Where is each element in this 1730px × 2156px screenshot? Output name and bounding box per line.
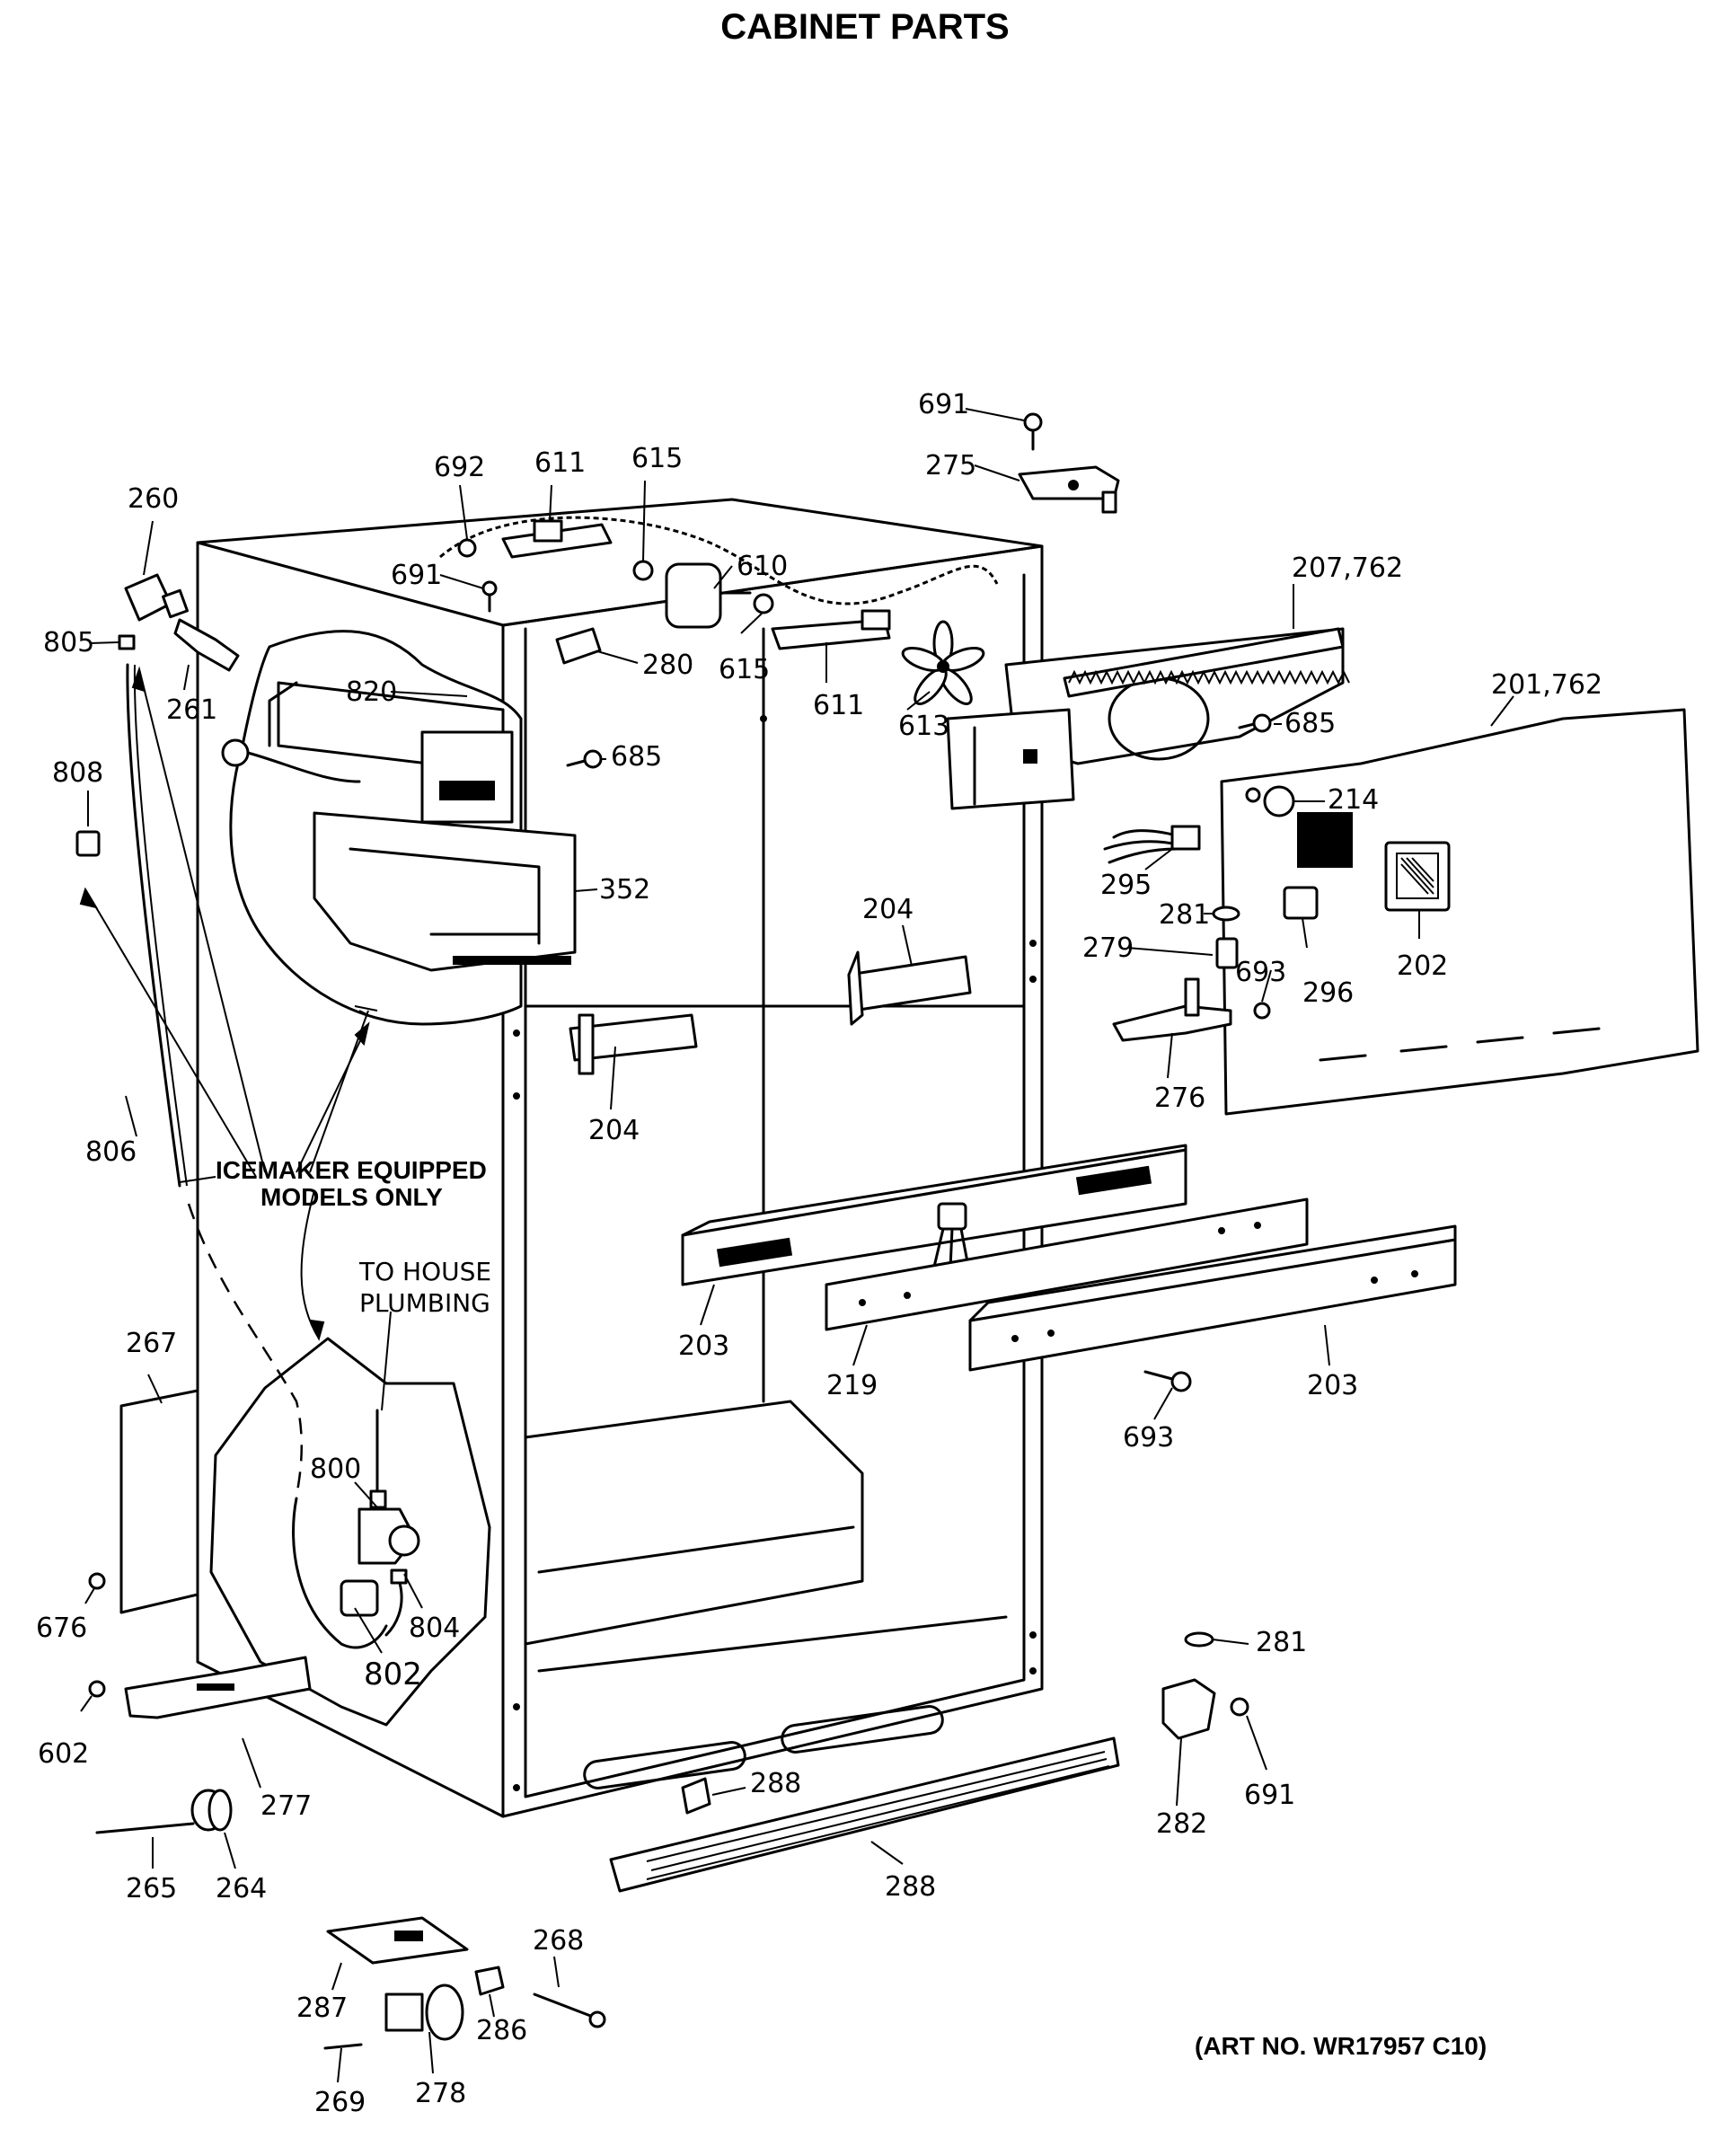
callout-260: 260 xyxy=(128,483,179,515)
callout-691-mid: 691 xyxy=(391,560,442,591)
callout-201-762: 201,762 xyxy=(1491,669,1602,701)
callout-279: 279 xyxy=(1082,932,1134,964)
callout-806: 806 xyxy=(85,1136,137,1168)
water-valve-inset xyxy=(209,1337,491,1727)
water-line-dashed xyxy=(187,1203,303,1497)
callout-288-clip: 288 xyxy=(750,1768,801,1799)
cutaway-top xyxy=(439,516,999,605)
callout-268: 268 xyxy=(533,1925,584,1957)
callout-261: 261 xyxy=(166,694,217,726)
callout-267: 267 xyxy=(126,1328,177,1359)
callout-296: 296 xyxy=(1302,977,1354,1009)
ice-bin-352 xyxy=(313,811,577,972)
icemaker-820 xyxy=(221,681,514,824)
callout-288-grille: 288 xyxy=(885,1871,936,1903)
callout-281-lower: 281 xyxy=(1256,1627,1307,1658)
water-fitting-left xyxy=(75,573,240,1188)
callout-691-top: 691 xyxy=(918,389,969,420)
callout-676: 676 xyxy=(36,1613,87,1644)
callout-202: 202 xyxy=(1397,950,1448,982)
rails-203-219 xyxy=(681,1144,1457,1372)
icemaker-note-line2: MODELS ONLY xyxy=(260,1183,443,1211)
callout-280: 280 xyxy=(642,649,693,681)
callout-277: 277 xyxy=(260,1790,312,1822)
callout-203-left: 203 xyxy=(678,1330,729,1362)
callout-204-upper: 204 xyxy=(862,894,914,925)
callout-282: 282 xyxy=(1156,1808,1207,1840)
screws-685 xyxy=(566,713,1272,769)
callout-286: 286 xyxy=(476,2015,527,2046)
callout-805: 805 xyxy=(43,627,94,658)
lower-parts xyxy=(88,1389,1249,2050)
callout-276: 276 xyxy=(1154,1082,1205,1114)
top-hardware xyxy=(457,519,891,665)
callout-692: 692 xyxy=(434,452,485,483)
plumbing-note-line2: PLUMBING xyxy=(359,1288,490,1318)
diagram-title: CABINET PARTS xyxy=(720,7,1010,47)
brackets-204 xyxy=(569,950,972,1075)
callout-602: 602 xyxy=(38,1738,89,1770)
callout-352: 352 xyxy=(599,874,650,906)
callout-265: 265 xyxy=(126,1873,177,1904)
fan-evaporator-assembly xyxy=(901,620,1350,810)
screw-693 xyxy=(1143,1370,1192,1392)
callout-685-right: 685 xyxy=(1284,708,1336,739)
callout-203-right: 203 xyxy=(1307,1370,1358,1401)
callout-295: 295 xyxy=(1100,870,1152,901)
callout-693-upper: 693 xyxy=(1235,957,1286,988)
callout-281-upper: 281 xyxy=(1159,899,1210,931)
callout-214: 214 xyxy=(1328,784,1379,816)
callout-264: 264 xyxy=(216,1873,267,1904)
plumbing-note-line1: TO HOUSE xyxy=(358,1257,491,1286)
callout-labels: 691 275 692 611 615 260 610 691 207,762 … xyxy=(36,389,1602,2118)
control-panel-201 xyxy=(1103,708,1699,1116)
callout-615-mid: 615 xyxy=(719,654,770,685)
callout-278: 278 xyxy=(415,2078,466,2109)
callout-613: 613 xyxy=(898,711,949,742)
callout-219: 219 xyxy=(826,1370,878,1401)
callout-691-lower: 691 xyxy=(1244,1780,1295,1811)
callout-611-mid: 611 xyxy=(813,690,864,721)
hinge-275 xyxy=(1018,412,1120,514)
callout-800: 800 xyxy=(310,1454,361,1485)
callout-693-lower: 693 xyxy=(1123,1422,1174,1454)
callout-610: 610 xyxy=(737,551,788,582)
callout-287: 287 xyxy=(296,1993,348,2024)
callout-611-top: 611 xyxy=(534,447,586,479)
callout-207-762: 207,762 xyxy=(1292,552,1403,584)
callout-802: 802 xyxy=(364,1657,422,1692)
callout-204-lower: 204 xyxy=(588,1115,640,1146)
callout-804: 804 xyxy=(409,1613,460,1644)
callout-820: 820 xyxy=(346,676,397,708)
callout-269: 269 xyxy=(314,2087,366,2118)
icemaker-note-line1: ICEMAKER EQUIPPED xyxy=(216,1156,487,1184)
leader-lines xyxy=(79,408,1514,2083)
callout-275: 275 xyxy=(925,450,976,482)
callout-685-left: 685 xyxy=(611,741,662,773)
callout-808: 808 xyxy=(52,757,103,789)
art-number: (ART NO. WR17957 C10) xyxy=(1195,2032,1487,2060)
callout-615-top: 615 xyxy=(631,443,683,474)
